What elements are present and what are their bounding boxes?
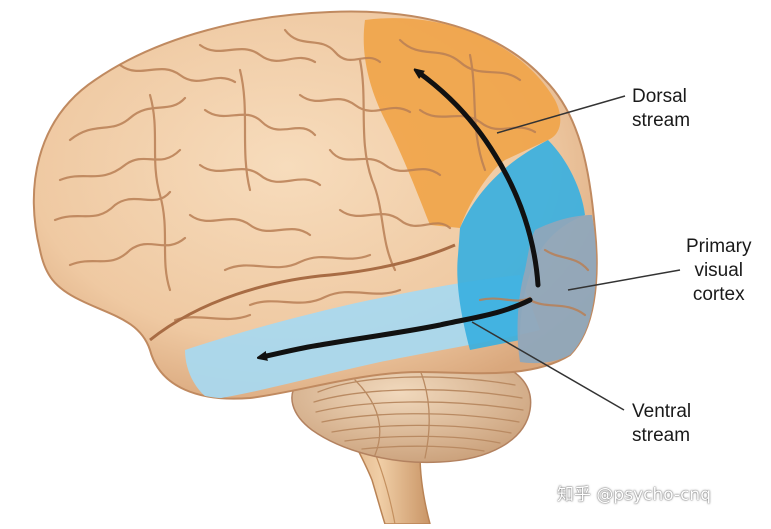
dorsal-stream-label: Dorsal stream [632, 85, 690, 133]
dorsal-stream-arrow [418, 72, 541, 288]
primary-visual-cortex-label: Primary visual cortex [686, 235, 751, 307]
dorsal-stream-label-line2: stream [632, 110, 691, 131]
lateral-sulcus [149, 243, 456, 342]
primary-visual-cortex-region [517, 215, 597, 364]
brain-gyri [53, 28, 590, 322]
dorsal-leader-line [496, 95, 626, 134]
ventral-stream-label: Ventral stream [632, 400, 691, 448]
primary-visual-cortex-label-line3: cortex [692, 284, 745, 305]
dorsal-stream-label-line1: Dorsal [632, 86, 687, 107]
ventral-stream-arrow [262, 297, 533, 357]
extrastriate-region [457, 140, 585, 350]
watermark: 知乎 @psycho-cnq [557, 485, 711, 505]
primary-visual-cortex-label-line1: Primary [686, 236, 752, 257]
ventral-stream-label-line1: Ventral [632, 401, 692, 422]
primary-leader-line [567, 269, 681, 291]
primary-visual-cortex-label-line2: visual [694, 260, 744, 281]
ventral-stream-label-line2: stream [632, 425, 691, 446]
ventral-leader-line [471, 321, 625, 411]
